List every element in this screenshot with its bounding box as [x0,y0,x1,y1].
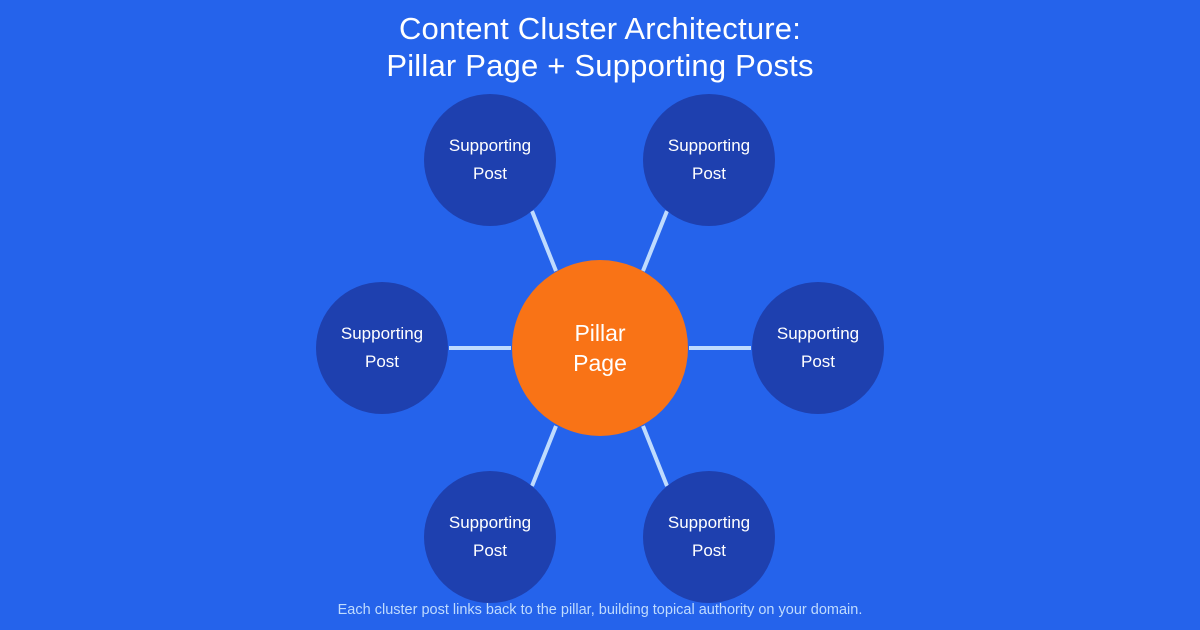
node-label-line-2: Post [800,352,836,371]
node-label: Supporting Post [316,320,448,376]
node-label-line-1: Supporting [340,324,424,343]
node-label-line-2: Post [691,164,727,183]
page-title-line-2: Pillar Page + Supporting Posts [386,48,814,83]
node-supporting-post-top-left[interactable]: Supporting Post [424,94,556,226]
node-label: Supporting Post [643,509,775,565]
node-label-line-2: Post [472,164,508,183]
connector-bottom-right [641,425,669,487]
node-label-line-2: Post [691,541,727,560]
connector-top-left [530,210,558,272]
node-supporting-post-left[interactable]: Supporting Post [316,282,448,414]
node-label-line-1: Supporting [448,136,532,155]
node-label: Pillar Page [512,318,688,378]
connector-top-right [641,210,669,272]
node-label-line-2: Post [364,352,400,371]
node-label: Supporting Post [424,509,556,565]
node-supporting-post-bottom-left[interactable]: Supporting Post [424,471,556,603]
page-title-line-1: Content Cluster Architecture: [398,11,802,46]
node-label: Supporting Post [643,132,775,188]
node-supporting-post-top-right[interactable]: Supporting Post [643,94,775,226]
page-title: Content Cluster Architecture: Pillar Pag… [0,10,1200,84]
node-label-line-1: Supporting [448,513,532,532]
diagram-caption: Each cluster post links back to the pill… [337,602,863,618]
node-label-line-1: Pillar [574,320,626,346]
node-label-line-2: Page [573,350,627,376]
node-label: Supporting Post [424,132,556,188]
node-label-line-1: Supporting [667,513,751,532]
connector-bottom-left [530,425,558,487]
node-supporting-post-right[interactable]: Supporting Post [752,282,884,414]
node-label-line-1: Supporting [776,324,860,343]
node-label: Supporting Post [752,320,884,376]
node-pillar-page[interactable]: Pillar Page [512,260,688,436]
node-label-line-2: Post [472,541,508,560]
node-label-line-1: Supporting [667,136,751,155]
node-supporting-post-bottom-right[interactable]: Supporting Post [643,471,775,603]
